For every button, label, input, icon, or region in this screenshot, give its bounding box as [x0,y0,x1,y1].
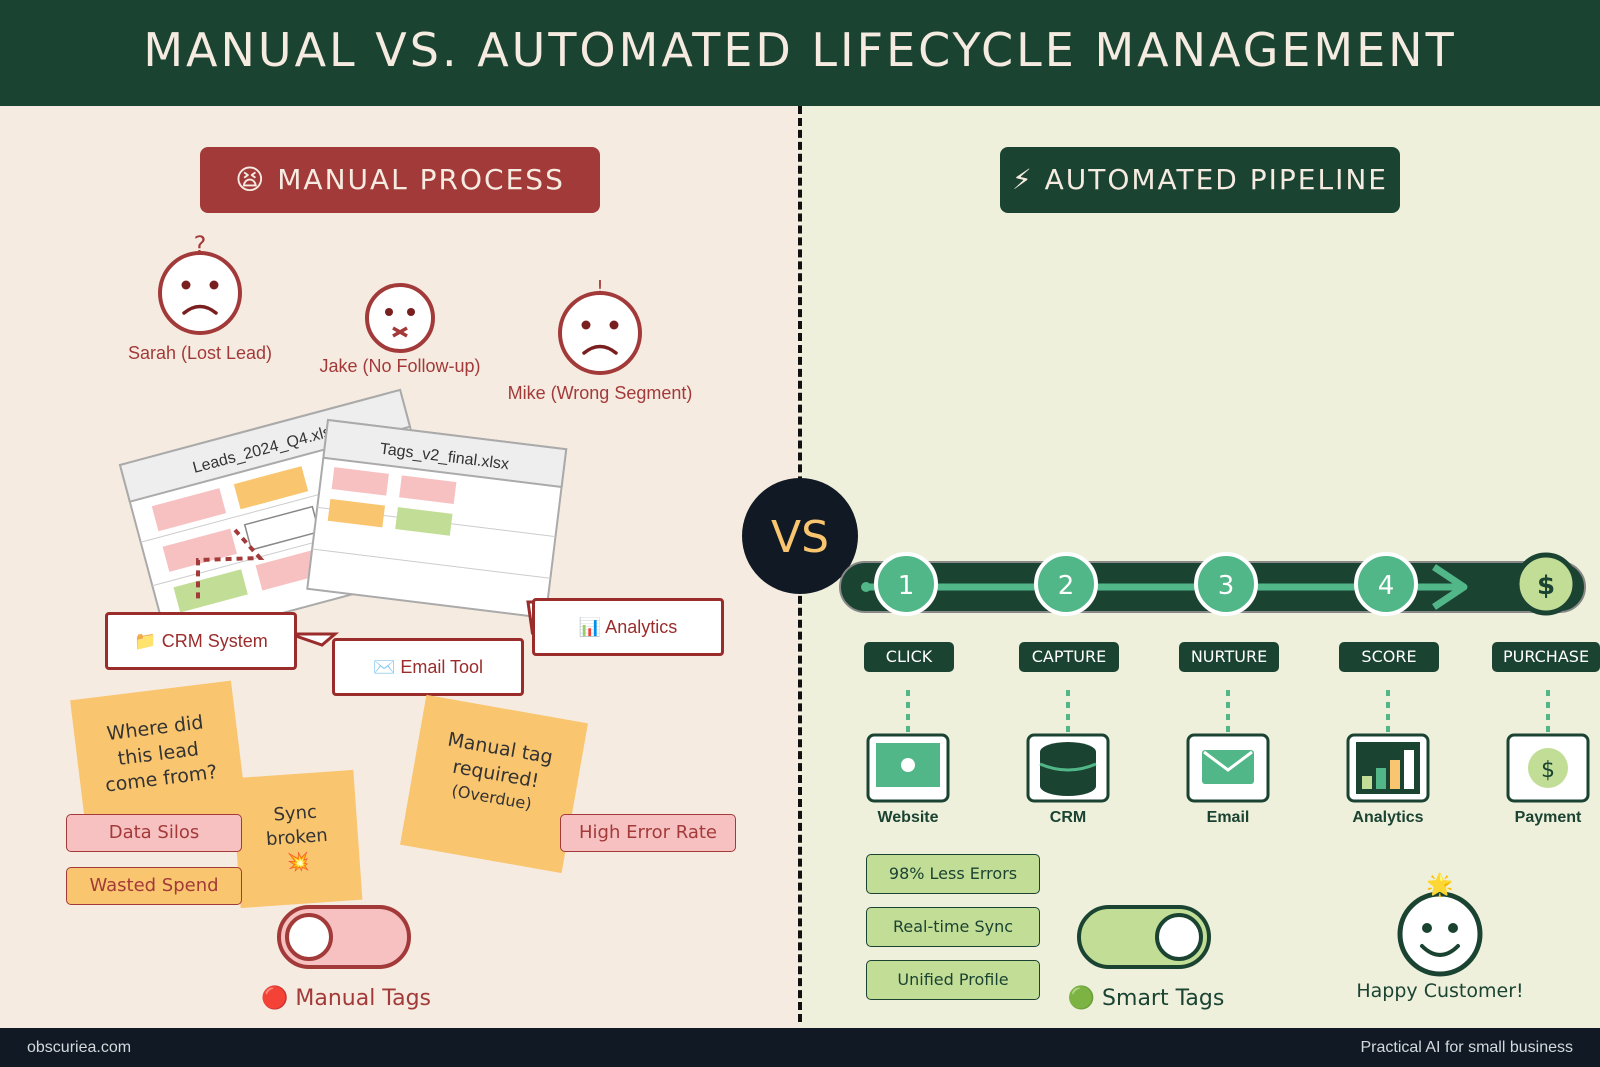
automated-pipeline-heading-text: AUTOMATED PIPELINE [1044,163,1388,196]
manual-tags-label: 🔴 Manual Tags [260,986,432,1011]
email-callout-pointer [289,632,340,647]
crm-label: CRM [1049,809,1087,826]
stage-capture: CAPTURE [1019,642,1119,672]
page-title: MANUAL VS. AUTOMATED LIFECYCLE MANAGEMEN… [143,23,1457,77]
exclamation-mark: ! [596,277,603,298]
sad-faces: ? ! [158,231,642,375]
footer-site-link[interactable]: obscuriea.com [27,1039,132,1056]
pipeline-arrow-icon [1432,564,1468,610]
automated-pipeline-heading: ⚡ AUTOMATED PIPELINE [1000,147,1400,213]
step-number: 3 [1218,571,1235,601]
high-error-rate-badge: High Error Rate [560,814,736,852]
crm-database-icon [1026,733,1110,803]
wasted-spend-badge: Wasted Spend [66,867,242,905]
stage-nurture: NURTURE [1179,642,1279,672]
crm-system-callout: 📁 CRM System [105,612,297,670]
happy-customer-label: Happy Customer! [1356,980,1524,1002]
step-4-node: 4 [1354,552,1418,616]
payment-symbol: $ [1541,758,1555,783]
step-1-node: 1 [874,552,938,616]
email-label: Email [1206,809,1250,826]
website-icon [866,733,950,803]
sarah-label: Sarah (Lost Lead) [127,343,273,363]
question-mark: ? [194,231,207,259]
jake-label: Jake (No Follow-up) [319,356,481,376]
smart-tags-label: 🟢 Smart Tags [1067,986,1225,1011]
step-3-node: 3 [1194,552,1258,616]
sticky-note-sync: Sync broken 💥 [231,769,363,909]
spreadsheet-mess: Leads_2024_Q4.xlsx Tags_v2_final.xlsx [118,388,568,647]
benefit-unified-profile: Unified Profile [866,960,1040,1000]
frustrated-face-icon: 😫 [235,163,267,196]
stage-click: CLICK [864,642,954,672]
analytics-label: Analytics [1352,809,1424,826]
stage-score: SCORE [1339,642,1439,672]
mike-label: Mike (Wrong Segment) [507,383,693,403]
footer-bar [0,1028,1600,1067]
sarah-sad-face-icon: ? [158,231,242,335]
analytics-bar-chart-icon [1346,733,1430,803]
email-envelope-icon [1186,733,1270,803]
manual-process-heading: 😫 MANUAL PROCESS [200,147,600,213]
stage-purchase: PURCHASE [1492,642,1600,672]
jake-sad-face-icon [365,283,435,353]
benefit-realtime-sync: Real-time Sync [866,907,1040,947]
manual-tags-toggle[interactable] [276,904,416,976]
channel-icons: $ [866,690,1590,803]
step-number: 1 [898,571,915,601]
tags-spreadsheet: Tags_v2_final.xlsx [306,418,568,620]
payment-icon: $ [1506,733,1590,803]
happy-customer-icon: 🌟 [1397,872,1483,977]
footer-tagline: Practical AI for small business [1360,1039,1573,1056]
step-number: $ [1537,571,1555,601]
vs-text: VS [771,512,829,563]
manual-process-heading-text: MANUAL PROCESS [277,163,565,196]
header-bar [0,0,1600,106]
data-silos-badge: Data Silos [66,814,242,852]
dollar-icon: $ [1514,552,1578,616]
smart-tags-toggle[interactable] [1076,904,1216,976]
website-label: Website [877,809,939,826]
email-tool-callout: ✉️ Email Tool [332,638,524,696]
step-2-node: 2 [1034,552,1098,616]
star-icon: 🌟 [1426,872,1453,898]
broken-link-line [196,528,265,600]
benefit-less-errors: 98% Less Errors [866,854,1040,894]
vs-badge: VS [742,478,858,594]
mike-sad-face-icon: ! [558,277,642,375]
step-number: 4 [1378,571,1395,601]
analytics-callout: 📊 Analytics [532,598,724,656]
lightning-icon: ⚡ [1012,163,1034,196]
pipeline-steps: 1 2 3 4 $ [874,552,1578,616]
step-number: 2 [1058,571,1075,601]
payment-label: Payment [1514,809,1582,826]
